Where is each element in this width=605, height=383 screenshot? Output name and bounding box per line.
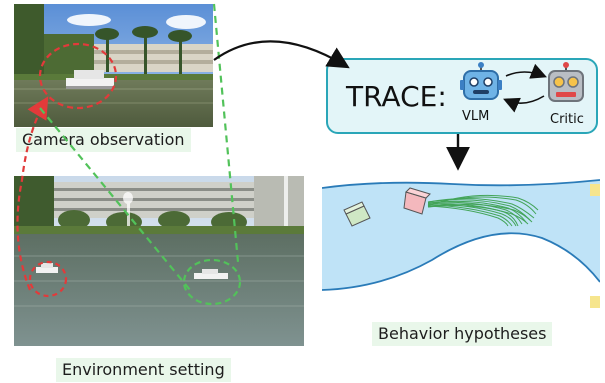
camera-observation-caption: Camera observation (16, 128, 191, 152)
critic-label: Critic (550, 112, 584, 127)
vessel-box (403, 187, 431, 215)
environment-setting-image (14, 176, 304, 346)
robot-critic-icon (548, 62, 584, 102)
trace-label: TRACE: (346, 80, 447, 113)
camera-observation-image (14, 4, 213, 127)
vlm-label: VLM (462, 109, 490, 124)
behavior-hypotheses-map (322, 170, 600, 312)
behavior-hypotheses-caption: Behavior hypotheses (372, 322, 553, 346)
camera-to-trace-arrow (213, 40, 350, 69)
robot-vlm-icon (460, 62, 502, 100)
trajectory-bundle (427, 194, 539, 227)
environment-setting-caption: Environment setting (56, 358, 231, 382)
obstacle-box (343, 201, 371, 227)
